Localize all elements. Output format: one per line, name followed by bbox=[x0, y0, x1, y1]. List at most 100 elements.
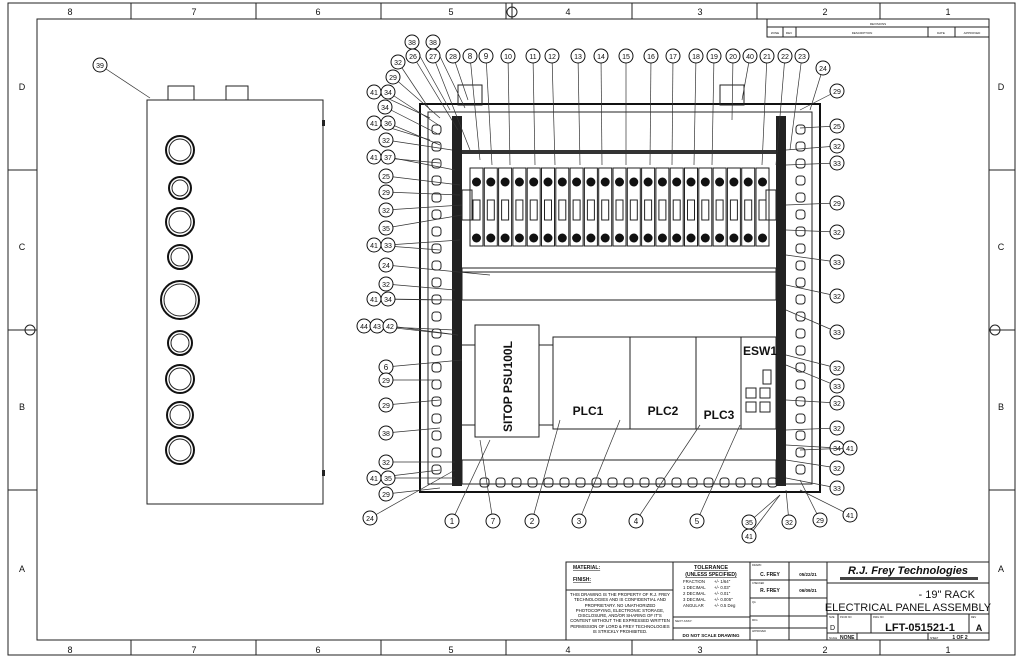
rack-slot bbox=[795, 192, 806, 203]
item-balloon: 29 bbox=[378, 372, 440, 388]
balloon-number: 33 bbox=[833, 260, 841, 267]
leader-line bbox=[785, 254, 838, 263]
zone-row-label: D bbox=[998, 82, 1005, 92]
balloon-number: 25 bbox=[833, 124, 841, 131]
balloon-number: 29 bbox=[382, 403, 390, 410]
zone-column-label: 8 bbox=[67, 7, 72, 17]
balloon-number: 2 bbox=[530, 517, 535, 526]
duct-slot bbox=[511, 477, 522, 488]
item-balloon: 18 bbox=[688, 48, 704, 166]
zone-column-label: 3 bbox=[697, 7, 702, 17]
balloon-number: 26 bbox=[409, 54, 417, 61]
balloon-number: 41 bbox=[370, 155, 378, 162]
balloon-number: 33 bbox=[833, 330, 841, 337]
balloon-number: 28 bbox=[449, 54, 457, 61]
duct-slot bbox=[607, 477, 618, 488]
door-pushbutton bbox=[165, 364, 195, 394]
balloon-number: 29 bbox=[816, 518, 824, 525]
balloon-number: 32 bbox=[833, 426, 841, 433]
zone-column-label: 4 bbox=[565, 645, 570, 655]
item-balloon: 32 bbox=[785, 284, 845, 304]
leader-line bbox=[600, 55, 603, 166]
leader-line bbox=[785, 427, 838, 431]
balloon-number: 22 bbox=[781, 54, 789, 61]
leader-line bbox=[387, 239, 461, 246]
rack-slot bbox=[431, 124, 442, 135]
leader-line bbox=[785, 229, 838, 233]
leader-line bbox=[385, 191, 461, 196]
balloon-number: 32 bbox=[833, 466, 841, 473]
zone-row-label: A bbox=[998, 564, 1004, 574]
terminal-block bbox=[555, 167, 570, 247]
plc3: PLC3 bbox=[695, 336, 742, 430]
item-balloon: 14 bbox=[593, 48, 609, 166]
zone-column-label: 6 bbox=[315, 7, 320, 17]
zone-column-label: 1 bbox=[945, 645, 950, 655]
rev-header-rev: REV bbox=[786, 31, 792, 35]
psu-label: SITOP PSU100L bbox=[501, 341, 515, 432]
balloon-number: 41 bbox=[370, 243, 378, 250]
leader-line bbox=[785, 399, 838, 404]
zone-column-label: 1 bbox=[945, 7, 950, 17]
leader-line bbox=[748, 494, 781, 537]
leader-line bbox=[785, 444, 838, 449]
rack-slot bbox=[431, 362, 442, 373]
item-balloon: 32 bbox=[785, 354, 845, 376]
balloon-number: 32 bbox=[833, 144, 841, 151]
leader-line bbox=[649, 55, 652, 166]
item-balloon: 32 bbox=[378, 276, 456, 292]
item-balloon: 19 bbox=[706, 48, 722, 166]
duct-slot bbox=[623, 477, 634, 488]
duct-slot bbox=[639, 477, 650, 488]
tolerance-type: 1 DECIMAL bbox=[683, 585, 706, 590]
leader-line bbox=[731, 55, 734, 121]
balloon-number: 32 bbox=[382, 282, 390, 289]
item-balloon: 2 bbox=[524, 419, 561, 529]
rack-slot bbox=[795, 175, 806, 186]
leader-line bbox=[532, 55, 536, 166]
rack-slot bbox=[795, 328, 806, 339]
leader-line bbox=[785, 354, 838, 369]
zone-column-label: 4 bbox=[565, 7, 570, 17]
rev-header-approved: APPROVED bbox=[964, 31, 982, 35]
leader-line bbox=[385, 204, 463, 211]
balloon-number: 6 bbox=[384, 363, 389, 372]
rack-slot bbox=[431, 260, 442, 271]
item-balloon: 34 bbox=[380, 291, 456, 307]
leader-line bbox=[479, 439, 494, 522]
terminal-block bbox=[598, 167, 613, 247]
zone-column-label: 6 bbox=[315, 645, 320, 655]
leader-line bbox=[775, 55, 786, 166]
item-balloon: 38 bbox=[378, 425, 441, 441]
tolerance-value: +/- 0.005" bbox=[714, 597, 733, 602]
rack-slot bbox=[431, 226, 442, 237]
leader-line bbox=[785, 364, 838, 387]
balloon-number: 44 bbox=[360, 324, 368, 331]
item-balloon: 7 bbox=[479, 439, 501, 529]
balloon-number: 29 bbox=[833, 89, 841, 96]
duct-slot bbox=[527, 477, 538, 488]
rack-slot bbox=[431, 277, 442, 288]
item-balloon: 25 bbox=[378, 168, 461, 186]
leader-line bbox=[789, 55, 803, 151]
rack-slot bbox=[431, 413, 442, 424]
zone-row-label: B bbox=[19, 402, 25, 412]
item-balloon: 41 bbox=[741, 494, 781, 544]
leader-line bbox=[392, 76, 441, 119]
tolerance-type: ANGULAR bbox=[683, 603, 704, 608]
item-balloon: 1 bbox=[444, 439, 491, 529]
center-marks bbox=[8, 3, 1015, 336]
item-balloon: 12 bbox=[544, 48, 560, 166]
rack-slot bbox=[431, 175, 442, 186]
terminal-block bbox=[655, 167, 670, 247]
balloon-number: 32 bbox=[833, 230, 841, 237]
terminal-block bbox=[541, 167, 555, 247]
leader-line bbox=[385, 214, 463, 229]
balloon-number: 16 bbox=[647, 54, 655, 61]
duct-slot bbox=[495, 477, 506, 488]
item-balloon: 29 bbox=[799, 83, 845, 111]
tolerance-value: +/- 0.5 Deg bbox=[714, 603, 736, 608]
item-balloon: 6 bbox=[378, 359, 463, 375]
leader-line bbox=[531, 419, 561, 522]
